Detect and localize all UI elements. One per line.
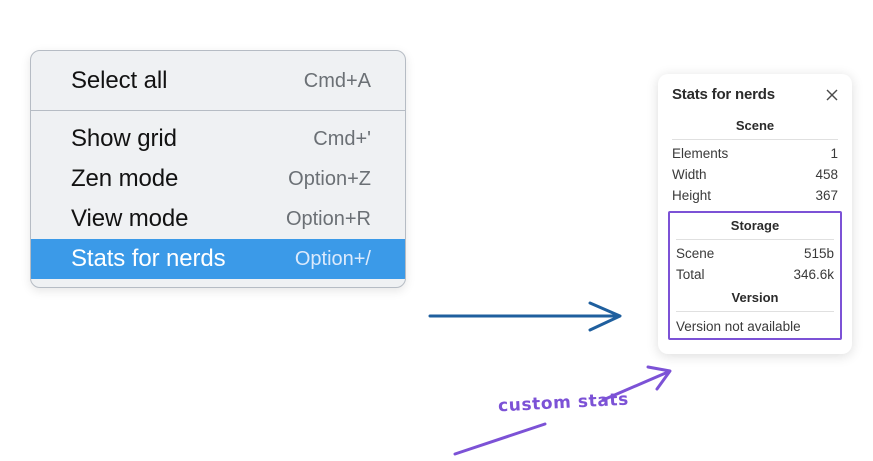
stat-row: Total 346.6k (672, 264, 838, 285)
menu-item-label: View mode (71, 205, 189, 232)
menu-item-label: Show grid (71, 125, 177, 152)
menu-item-label: Zen mode (71, 165, 179, 192)
stat-key: Width (672, 167, 707, 182)
section-divider (676, 239, 834, 240)
menu-item-shortcut: Cmd+' (313, 127, 371, 150)
scene-section: Scene Elements 1 Width 458 Height 367 (668, 113, 842, 206)
stat-key: Total (676, 267, 705, 282)
stat-row: Scene 515b (672, 243, 838, 264)
menu-item-shortcut: Cmd+A (303, 69, 371, 92)
menu-item-shortcut: Option+/ (294, 247, 371, 270)
version-heading: Version (731, 290, 779, 305)
scene-heading: Scene (735, 118, 775, 133)
version-section: Version Version not available (672, 285, 838, 336)
stat-row: Width 458 (668, 164, 842, 185)
menu-item-stats-for-nerds[interactable]: Stats for nerds Option+/ (31, 239, 405, 279)
stat-value: 515b (803, 246, 834, 261)
panel-title: Stats for nerds (672, 86, 775, 103)
stat-value: 458 (815, 167, 838, 182)
menu-section-view: Show grid Cmd+' Zen mode Option+Z View m… (31, 111, 405, 287)
stat-value: 1 (830, 146, 838, 161)
menu-item-label: Stats for nerds (71, 245, 226, 272)
stat-row: Height 367 (668, 185, 842, 206)
menu-item-shortcut: Option+Z (288, 167, 371, 190)
close-icon[interactable] (824, 87, 840, 103)
menu-section-primary: Select all Cmd+A (31, 51, 405, 110)
panel-header: Stats for nerds (668, 86, 842, 103)
custom-stats-highlight-box: Storage Scene 515b Total 346.6k Version … (668, 211, 842, 340)
annotation-arrow-underline (453, 422, 547, 456)
menu-item-view-mode[interactable]: View mode Option+R (31, 199, 405, 239)
stat-value: 346.6k (793, 267, 834, 282)
stat-key: Scene (676, 246, 715, 261)
menu-item-show-grid[interactable]: Show grid Cmd+' (31, 119, 405, 159)
stats-for-nerds-panel: Stats for nerds Scene Elements 1 Width 4… (658, 74, 852, 354)
section-divider (672, 139, 838, 140)
menu-item-select-all[interactable]: Select all Cmd+A (31, 61, 405, 101)
stat-key: Height (672, 188, 712, 203)
menu-item-zen-mode[interactable]: Zen mode Option+Z (31, 159, 405, 199)
menu-item-shortcut: Option+R (285, 207, 371, 230)
menu-item-label: Select all (71, 67, 168, 94)
stat-key: Elements (672, 146, 729, 161)
menu-divider (31, 110, 405, 111)
version-note: Version not available (676, 319, 801, 334)
stat-value: 367 (815, 188, 838, 203)
flow-arrow-blue (428, 301, 622, 332)
annotation-label-custom-stats: custom stats (497, 389, 630, 417)
storage-heading: Storage (730, 218, 780, 233)
storage-section: Storage Scene 515b Total 346.6k (672, 213, 838, 285)
section-divider (676, 311, 834, 312)
context-menu[interactable]: Select all Cmd+A Show grid Cmd+' Zen mod… (30, 50, 406, 288)
stat-row: Elements 1 (668, 143, 842, 164)
